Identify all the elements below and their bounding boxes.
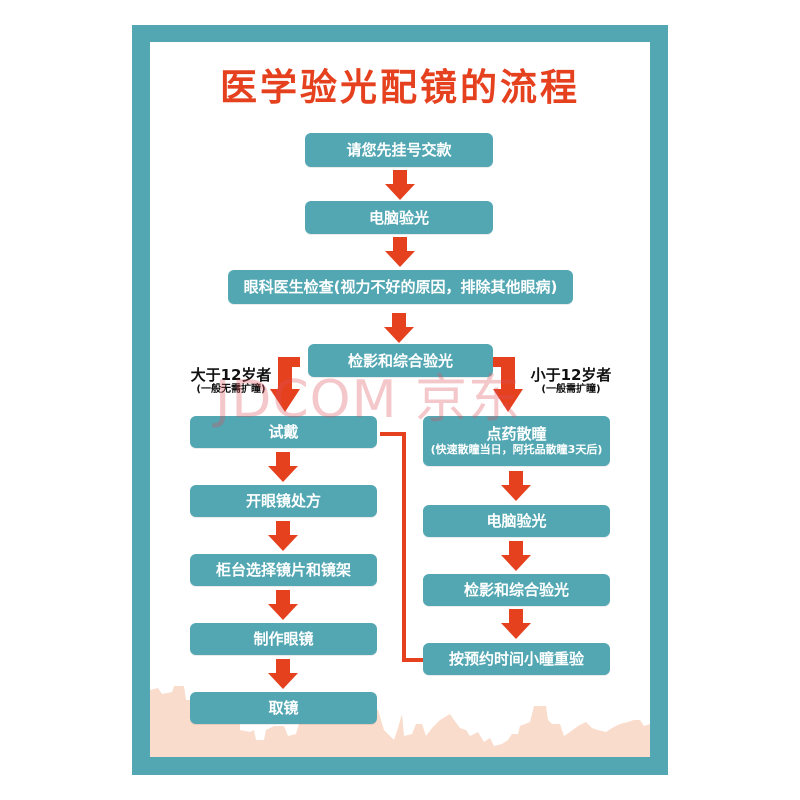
step-label: 请您先挂号交款	[346, 141, 452, 159]
step-pickup-glasses: 取镜	[190, 692, 377, 724]
step-computer-refraction-child: 电脑验光	[423, 505, 610, 537]
branch-note: (一般无需扩瞳)	[196, 384, 266, 395]
arrow-down-icon	[268, 452, 298, 482]
step-label: 检影和综合验光	[463, 581, 569, 599]
city-skyline-decoration	[150, 686, 650, 757]
arrow-down-icon	[501, 471, 531, 501]
branch-label-over-12: 大于12岁者 (一般无需扩瞳)	[186, 367, 276, 396]
watermark: JDCOM 京东	[215, 370, 522, 430]
poster-title: 医学验光配镜的流程	[220, 66, 580, 109]
step-select-lens-frame: 柜台选择镜片和镜架	[190, 554, 377, 586]
step-label: 取镜	[268, 699, 299, 717]
step-computer-refraction: 电脑验光	[305, 201, 493, 234]
branch-label-under-12: 小于12岁者 (一般需扩瞳)	[526, 367, 616, 396]
step-label: 试戴	[268, 423, 299, 441]
step-trial-fitting: 试戴	[190, 416, 377, 448]
step-label: 开眼镜处方	[245, 492, 321, 510]
arrow-down-icon	[501, 609, 531, 639]
step-label: 制作眼镜	[253, 630, 314, 648]
step-dilate-pupil: 点药散瞳 (快速散瞳当日，阿托品散瞳3天后)	[423, 416, 610, 466]
step-retinoscopy-child: 检影和综合验光	[423, 574, 610, 606]
arrow-down-icon	[501, 541, 531, 571]
step-retinoscopy-refraction: 检影和综合验光	[308, 344, 493, 377]
step-label: 柜台选择镜片和镜架	[215, 561, 351, 579]
step-make-glasses: 制作眼镜	[190, 623, 377, 655]
step-register-pay: 请您先挂号交款	[305, 133, 493, 167]
branch-condition: 小于12岁者	[530, 366, 612, 384]
arrow-down-icon	[384, 313, 414, 343]
step-label: 电脑验光	[486, 512, 547, 530]
branch-condition: 大于12岁者	[190, 366, 272, 384]
step-doctor-exam: 眼科医生检查(视力不好的原因，排除其他眼病)	[228, 270, 573, 304]
step-prescription: 开眼镜处方	[190, 485, 377, 517]
branch-note: (一般需扩瞳)	[541, 384, 601, 395]
step-label: 检影和综合验光	[347, 351, 453, 370]
arrow-down-icon	[385, 237, 415, 267]
step-label: 点药散瞳	[486, 425, 547, 443]
step-recheck-small-pupil: 按预约时间小瞳重验	[423, 643, 610, 675]
arrow-down-icon	[385, 170, 415, 200]
step-sublabel: (快速散瞳当日，阿托品散瞳3天后)	[430, 443, 603, 456]
step-label: 电脑验光	[368, 208, 429, 227]
arrow-down-icon	[268, 590, 298, 620]
step-label: 眼科医生检查(视力不好的原因，排除其他眼病)	[243, 278, 558, 296]
return-connector-line	[380, 432, 425, 662]
arrow-down-icon	[268, 659, 298, 689]
arrow-down-icon	[268, 521, 298, 551]
step-label: 按预约时间小瞳重验	[448, 650, 584, 668]
branch-arrow-right-icon	[493, 357, 523, 412]
branch-arrow-left-icon	[270, 357, 300, 412]
